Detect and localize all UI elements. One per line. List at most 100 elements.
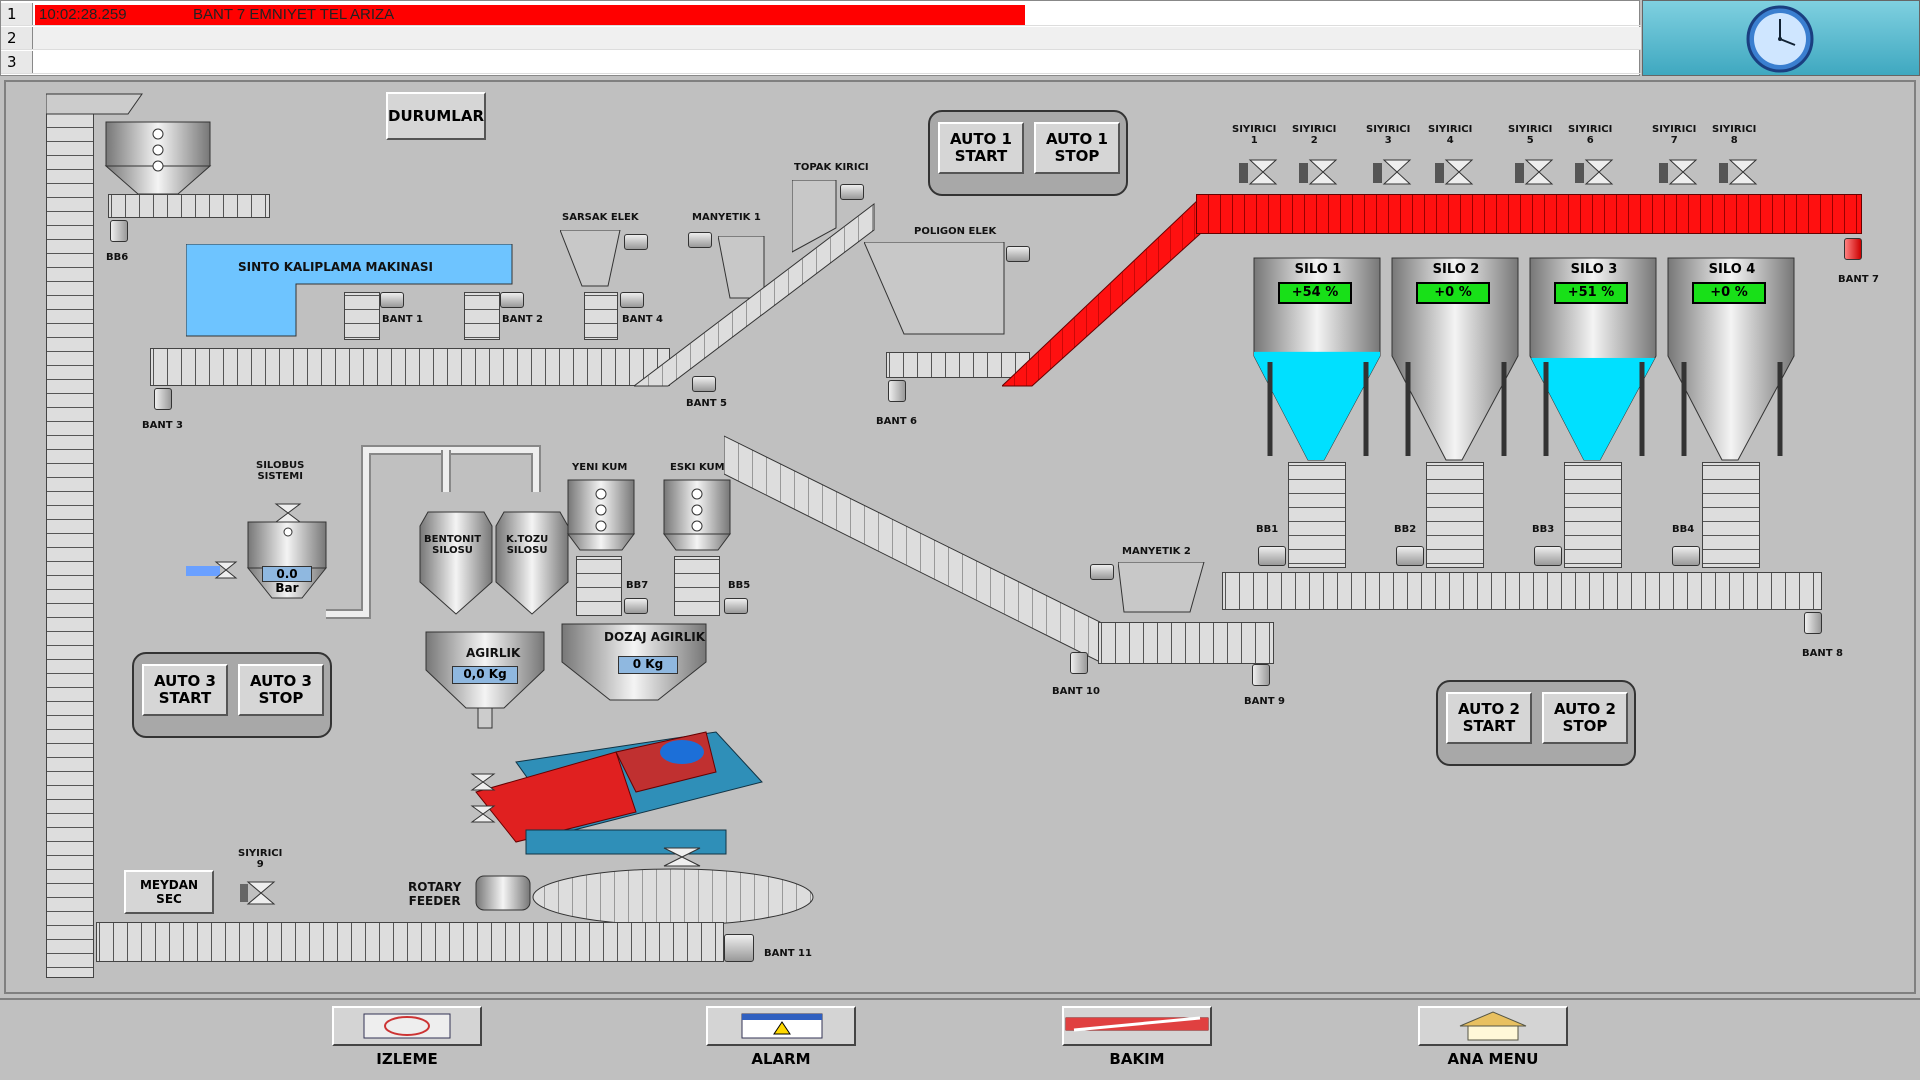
bant4-feeder [584,292,618,340]
auto3-stop-button[interactable]: AUTO 3 STOP [238,664,324,716]
bant9-motor-icon[interactable] [1252,664,1270,686]
manyetik2-motor-icon[interactable] [1090,564,1114,580]
scraper-label: SIYIRICI 3 [1366,124,1411,146]
mixer-icon [475,731,763,855]
eskikum-label: ESKI KUM [670,462,725,473]
siyirici9-valve-icon[interactable] [238,878,278,908]
alarm-row[interactable]: 2 [1,27,1641,50]
meydan-sec-button[interactable]: MEYDAN SEC [124,870,214,914]
scraper-valve-icon[interactable] [1372,156,1412,188]
bb-motor-icon[interactable] [1534,546,1562,566]
silo-tank-icon [1667,257,1795,461]
bant11-label: BANT 11 [764,948,812,959]
bant8-label: BANT 8 [1802,648,1843,659]
silo-tank-icon [1253,257,1381,461]
lump-breaker-icon [792,180,837,253]
auto3-start-button[interactable]: AUTO 3 START [142,664,228,716]
ktozu-silo-icon [495,511,569,615]
bant11-conveyor[interactable] [96,922,724,962]
bant2-motor-icon[interactable] [500,292,524,308]
bb-motor-icon[interactable] [1258,546,1286,566]
alarm-active-bar [35,5,1025,25]
bant7-label: BANT 7 [1838,274,1879,285]
bb4-label: BB4 [1672,524,1695,535]
bant2-feeder [464,292,500,340]
polygon-screen-icon [864,242,1005,335]
bant10-motor-icon[interactable] [1070,652,1088,674]
bant3-motor-icon[interactable] [154,388,172,410]
alarm-time: 10:02:28.259 [39,6,127,23]
bakim-button[interactable] [1062,1006,1212,1046]
scraper-valve-icon[interactable] [1574,156,1614,188]
bant8-motor-icon[interactable] [1804,612,1822,634]
izleme-button[interactable] [332,1006,482,1046]
topak-motor-icon[interactable] [840,184,864,200]
scraper-valve-icon[interactable] [1514,156,1554,188]
bant7-conveyor[interactable] [1196,194,1862,234]
alarm-row[interactable]: 3 [1,51,1641,74]
alarm-row-number: 1 [1,3,33,25]
bentonit-label: BENTONIT SILOSU [424,534,482,556]
scraper-valve-icon[interactable] [1658,156,1698,188]
bb5-motor-icon[interactable] [724,598,748,614]
sarsak-label: SARSAK ELEK [562,212,639,223]
bant7-motor-icon[interactable] [1844,238,1862,260]
clock-icon [1746,5,1814,73]
rotary-valve-icon[interactable] [660,844,704,870]
scraper-valve-icon[interactable] [1718,156,1758,188]
scraper-label: SIYIRICI 5 [1508,124,1553,146]
bb-motor-icon[interactable] [1396,546,1424,566]
sarsak-screen-icon [560,230,621,287]
bb7-motor-icon[interactable] [624,598,648,614]
yenikum-hopper-icon [567,479,635,551]
auto1-start-button[interactable]: AUTO 1 START [938,122,1024,174]
bant10-label: BANT 10 [1052,686,1100,697]
alarm-row[interactable]: 1 10:02:28.259 BANT 7 EMNIYET TEL ARIZA [1,3,1641,26]
bant10-inclined-conveyor[interactable] [724,434,1104,664]
silobus-inlet-valve-icon[interactable] [214,558,238,582]
bb6-conveyor[interactable] [108,194,270,218]
poligon-motor-icon[interactable] [1006,246,1030,262]
sarsak-motor-icon[interactable] [624,234,648,250]
bant5-motor-icon[interactable] [692,376,716,392]
silo-name: SILO 2 [1432,262,1480,277]
chute-icon [46,93,143,115]
bb7-feeder [576,556,622,616]
bant9-conveyor[interactable] [1098,622,1274,664]
auto2-start-button[interactable]: AUTO 2 START [1446,692,1532,744]
silo-level-display: +0 % [1692,282,1766,304]
ana-menu-button[interactable] [1418,1006,1568,1046]
bb6-motor-icon[interactable] [110,220,128,242]
bakim-label: BAKIM [1109,1050,1165,1068]
silobus-label: SILOBUS SISTEMI [256,460,305,482]
bb3-label: BB3 [1532,524,1555,535]
auto1-stop-button[interactable]: AUTO 1 STOP [1034,122,1120,174]
bant3-conveyor[interactable] [150,348,670,386]
bant6-conveyor[interactable] [886,352,1030,378]
bant6-motor-icon[interactable] [888,380,906,402]
alarm-row-number: 3 [1,51,33,73]
rotary-motor-icon[interactable] [472,872,534,914]
bant1-motor-icon[interactable] [380,292,404,308]
bant8-conveyor[interactable] [1222,572,1822,610]
bant4-motor-icon[interactable] [620,292,644,308]
bant11-motor-icon[interactable] [724,934,754,962]
scraper-valve-icon[interactable] [1298,156,1338,188]
alarm-list: 1 10:02:28.259 BANT 7 EMNIYET TEL ARIZA … [0,0,1641,76]
scraper-label: SIYIRICI 8 [1712,124,1757,146]
scraper-valve-icon[interactable] [1434,156,1474,188]
bb-motor-icon[interactable] [1672,546,1700,566]
scraper-label: SIYIRICI 4 [1428,124,1473,146]
scraper-valve-icon[interactable] [1238,156,1278,188]
bant5-inclined-conveyor[interactable] [634,200,878,388]
manyetik1-motor-icon[interactable] [688,232,712,248]
sinto-machine-icon [186,244,513,337]
manyetik1-label: MANYETIK 1 [692,212,761,223]
durumlar-button[interactable]: DURUMLAR [386,92,486,140]
agirlik-value: 0,0 Kg [452,666,518,684]
bant7-inclined-conveyor[interactable] [1002,194,1202,388]
auto2-stop-button[interactable]: AUTO 2 STOP [1542,692,1628,744]
mixer-valves-icon [470,773,496,823]
alarm-button[interactable] [706,1006,856,1046]
clock-panel [1642,0,1920,76]
